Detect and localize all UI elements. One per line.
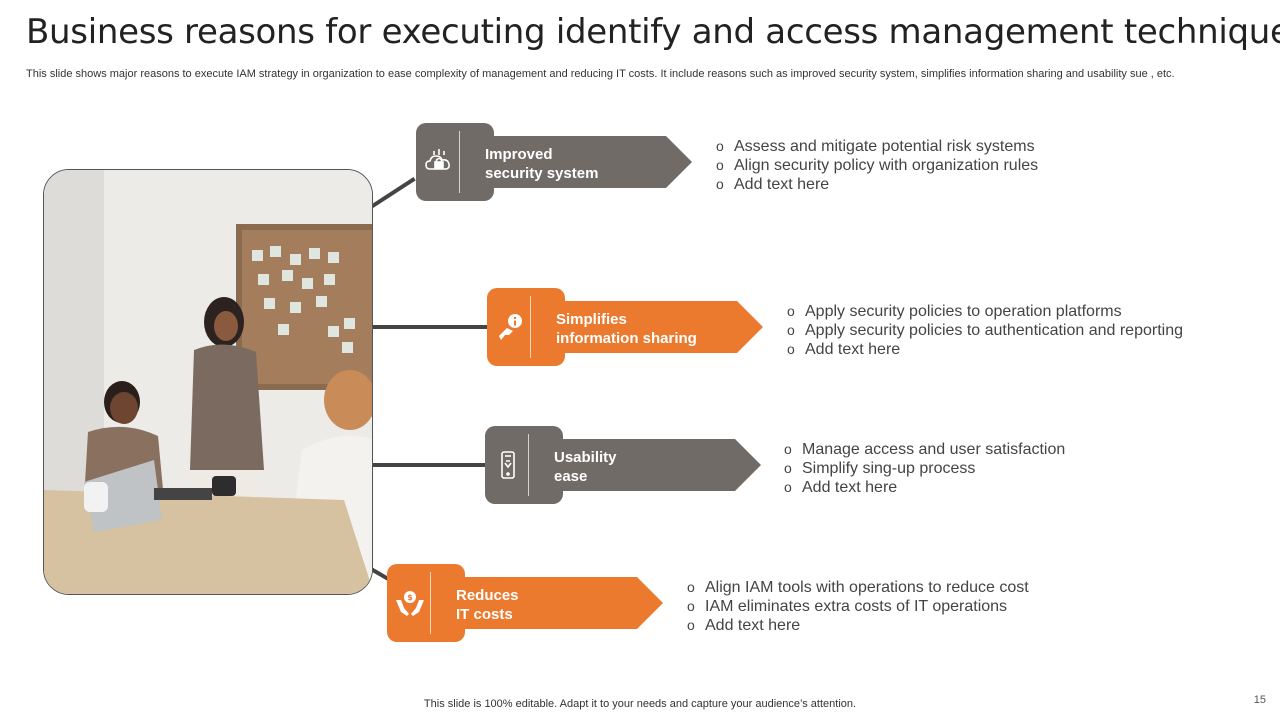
item-2-label-line2: information sharing — [556, 330, 697, 347]
slide-subtitle: This slide shows major reasons to execut… — [26, 68, 1175, 80]
slide-title: Business reasons for executing identify … — [26, 12, 1280, 52]
svg-text:$: $ — [407, 593, 413, 602]
smartphone-icon — [491, 448, 525, 482]
item-4-separator — [430, 572, 431, 634]
item-3-separator — [528, 434, 529, 496]
item-1-separator — [459, 131, 460, 193]
item-1-label: Improved security system — [485, 145, 675, 183]
item-4-points: Align IAM tools with operations to reduc… — [687, 578, 1029, 635]
item-2-point-1: Apply security policies to operation pla… — [787, 302, 1183, 321]
item-1-point-2: Align security policy with organization … — [716, 156, 1038, 175]
item-2-points: Apply security policies to operation pla… — [787, 302, 1183, 359]
item-1-point-3: Add text here — [716, 175, 1038, 194]
item-3-label-line2: ease — [554, 468, 588, 485]
item-2-label: Simplifies information sharing — [556, 310, 746, 348]
item-1-point-1: Assess and mitigate potential risk syste… — [716, 137, 1038, 156]
item-2-separator — [530, 296, 531, 358]
team-meeting-photo — [43, 169, 373, 595]
connector-1 — [369, 177, 416, 209]
item-1-points: Assess and mitigate potential risk syste… — [716, 137, 1038, 194]
item-3-points: Manage access and user satisfaction Simp… — [784, 440, 1065, 497]
item-3-point-2: Simplify sing-up process — [784, 459, 1065, 478]
item-4-label-line1: Reduces — [456, 587, 519, 604]
page-number: 15 — [1253, 694, 1266, 706]
item-3-point-1: Manage access and user satisfaction — [784, 440, 1065, 459]
footer-note: This slide is 100% editable. Adapt it to… — [423, 698, 857, 710]
item-4-point-2: IAM eliminates extra costs of IT operati… — [687, 597, 1029, 616]
item-3-point-3: Add text here — [784, 478, 1065, 497]
item-1-banner — [460, 136, 692, 188]
hand-info-icon — [493, 310, 527, 344]
connector-2 — [371, 325, 489, 329]
item-3-label: Usability ease — [554, 448, 744, 486]
cloud-lock-icon — [422, 145, 456, 179]
item-1-label-line1: Improved — [485, 146, 553, 163]
item-1-label-line2: security system — [485, 165, 599, 182]
item-2-point-2: Apply security policies to authenticatio… — [787, 321, 1183, 340]
item-2-banner — [531, 301, 763, 353]
item-4-label: Reduces IT costs — [456, 586, 646, 624]
item-4-point-1: Align IAM tools with operations to reduc… — [687, 578, 1029, 597]
item-3-banner — [529, 439, 761, 491]
item-3-label-line1: Usability — [554, 449, 617, 466]
item-4-banner — [431, 577, 663, 629]
hands-money-icon: $ — [393, 586, 427, 620]
item-2-point-3: Add text here — [787, 340, 1183, 359]
item-2-label-line1: Simplifies — [556, 311, 627, 328]
item-4-point-3: Add text here — [687, 616, 1029, 635]
item-4-label-line2: IT costs — [456, 606, 513, 623]
connector-3 — [371, 463, 487, 467]
